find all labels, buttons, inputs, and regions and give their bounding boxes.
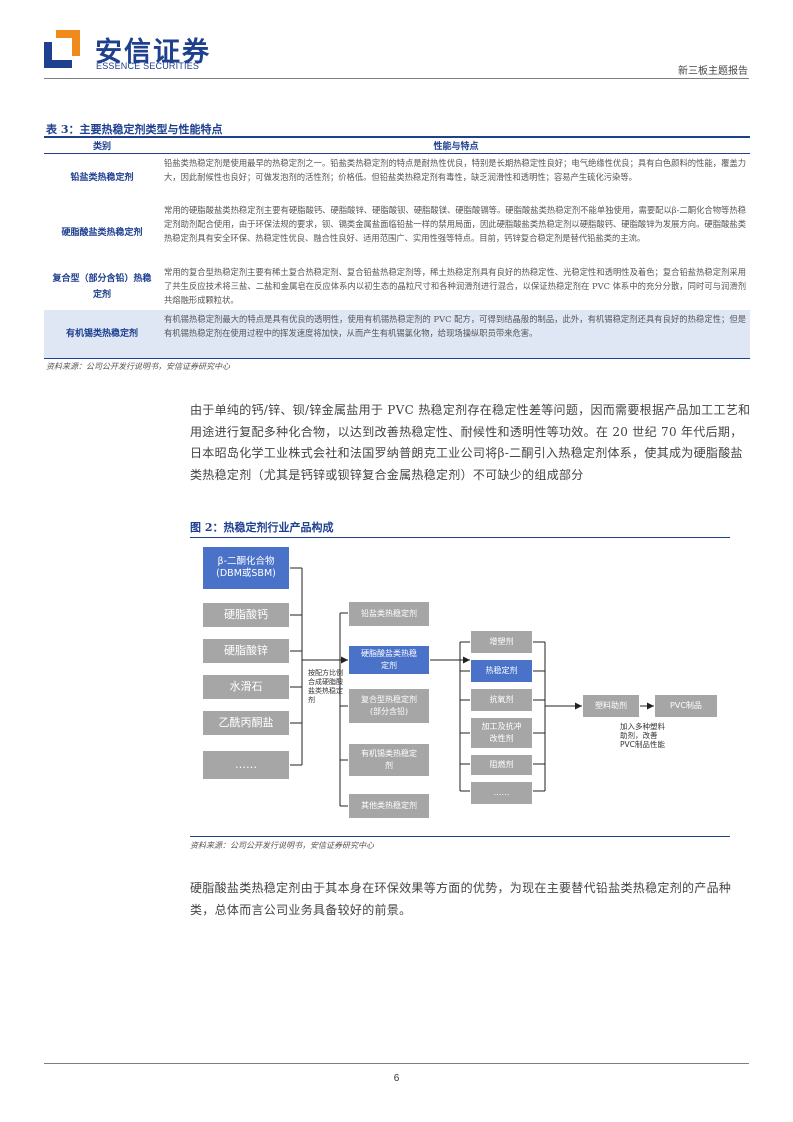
other-stabilizer: 其他类热稳定剂 <box>348 793 430 819</box>
synthesis-note: 按配方比例 合成硬脂酸 盐类热稳定 剂 <box>308 669 343 704</box>
row-description: 常用的复合型热稳定剂主要有稀土复合热稳定剂、复合铅盐热稳定剂等，稀土热稳定剂具有… <box>164 267 746 306</box>
company-name-en: ESSENCE SECURITIES <box>96 61 200 71</box>
pvc-products: PVC制品 <box>654 694 718 718</box>
row-category: 硬脂酸盐类热稳定剂 <box>61 228 143 238</box>
row-description: 铅盐类热稳定剂是使用最早的热稳定剂之一。铅盐类热稳定剂的特点是耐热性优良，特别是… <box>164 158 746 183</box>
table-title: 表 3：主要热稳定剂类型与性能特点 <box>46 123 223 136</box>
heat-stabilizer: 热稳定剂 <box>470 659 533 683</box>
figure-top-rule <box>190 537 730 538</box>
column-header-category: 类别 <box>92 142 111 152</box>
additive-note: 加入多种塑料 助剂，改善 PVC制品性能 <box>620 722 665 749</box>
input-more: …… <box>202 750 290 780</box>
company-logo-mark <box>44 30 80 68</box>
table-row: 硬脂酸盐类热稳定剂 常用的硬脂酸盐类热稳定剂主要有硬脂酸钙、硬脂酸锌、硬脂酸钡、… <box>44 202 750 264</box>
input-zinc-stearate: 硬脂酸锌 <box>202 638 290 664</box>
stearate-stabilizer: 硬脂酸盐类热稳 定剂 <box>348 645 430 675</box>
figure-bottom-rule <box>190 836 730 837</box>
header-divider <box>44 78 749 79</box>
input-calcium-stearate: 硬脂酸钙 <box>202 602 290 628</box>
row-description: 常用的硬脂酸盐类热稳定剂主要有硬脂酸钙、硬脂酸锌、硬脂酸钡、硬脂酸镁、硬脂酸镉等… <box>164 205 746 244</box>
table-bottom-rule <box>44 358 750 359</box>
diagram-connectors <box>290 567 654 807</box>
organotin-stabilizer: 有机锡类热稳定 剂 <box>348 743 430 777</box>
composite-stabilizer: 复合型热稳定剂 (部分含铅) <box>348 688 430 724</box>
column-header-features: 性能与特点 <box>433 142 479 152</box>
input-hydrotalcite: 水滑石 <box>202 674 290 700</box>
flow-diagram: β-二酮化合物 (DBM或SBM) 硬脂酸钙 硬脂酸锌 水滑石 乙酰丙酮盐 ……… <box>190 538 730 835</box>
figure-title: 图 2：热稳定剂行业产品构成 <box>190 521 334 534</box>
page-number: 6 <box>393 1073 400 1084</box>
input-acetylacetonate: 乙酰丙酮盐 <box>202 710 290 736</box>
report-type: 新三板主题报告 <box>678 66 748 77</box>
table-source: 资料来源：公司公开发行说明书，安信证券研究中心 <box>46 362 230 371</box>
table-row: 铅盐类热稳定剂 铅盐类热稳定剂是使用最早的热稳定剂之一。铅盐类热稳定剂的特点是耐… <box>44 154 750 202</box>
footer-divider <box>44 1063 749 1064</box>
row-description: 有机锡热稳定剂最大的特点是具有优良的透明性，使用有机锡热稳定剂的 PVC 配方，… <box>164 314 746 339</box>
table-header: 类别 性能与特点 <box>44 139 750 153</box>
company-name-cn: 安信证券 <box>95 37 211 68</box>
plastic-additives: 塑料助剂 <box>582 694 640 718</box>
body-paragraph: 硬脂酸盐类热稳定剂由于其本身在环保效果等方面的优势，为现在主要替代铅盐类热稳定剂… <box>190 881 732 917</box>
lead-salt-stabilizer: 铅盐类热稳定剂 <box>348 601 430 627</box>
table-row: 复合型（部分含铅）热稳定剂 常用的复合型热稳定剂主要有稀土复合热稳定剂、复合铅盐… <box>44 264 750 310</box>
input-beta-diketone: β-二酮化合物 (DBM或SBM) <box>202 546 290 590</box>
body-paragraph: 由于单纯的钙/锌、钡/锌金属盐用于 PVC 热稳定剂存在稳定性差等问题，因而需要… <box>190 403 751 482</box>
table-top-rule <box>44 136 750 138</box>
figure-source: 资料来源：公司公开发行说明书，安信证券研究中心 <box>190 841 374 850</box>
row-category: 铅盐类热稳定剂 <box>70 173 134 183</box>
table-row: 有机锡类热稳定剂 有机锡热稳定剂最大的特点是具有优良的透明性，使用有机锡热稳定剂… <box>44 310 750 358</box>
row-category: 复合型（部分含铅）热稳定剂 <box>52 274 152 300</box>
plasticizer: 增塑剂 <box>470 630 533 654</box>
additive-more: …… <box>470 781 533 805</box>
processing-impact-modifier: 加工及抗冲 改性剂 <box>470 717 533 749</box>
flame-retardant: 阻燃剂 <box>470 754 533 776</box>
row-category: 有机锡类热稳定剂 <box>65 329 138 339</box>
antioxidant: 抗氧剂 <box>470 688 533 712</box>
table-header-rule <box>44 153 750 154</box>
